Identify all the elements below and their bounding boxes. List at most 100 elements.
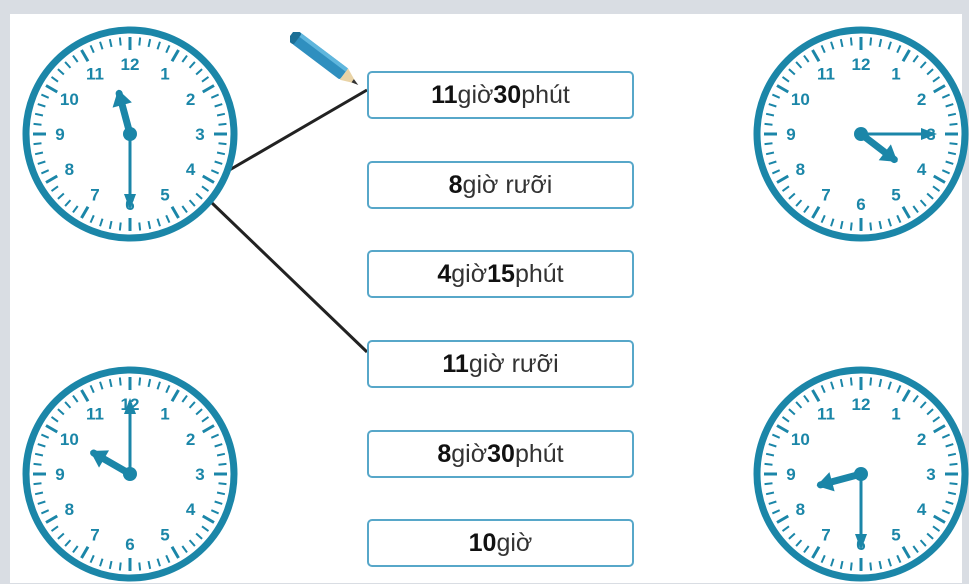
clock-tick [80,49,90,63]
clock-tick [218,142,227,146]
time-label-3[interactable]: 4 giờ 15 phút [367,250,634,298]
time-label-part: 15 [487,259,515,288]
clock-tick [839,378,844,388]
clock-bottom-left[interactable]: 121234567891011 [20,364,240,584]
clock-number: 5 [160,186,169,205]
clock-tick [33,462,42,466]
clock-tick [878,38,883,48]
clock-tick [170,545,180,559]
clock-tick [201,424,215,434]
clock-tick [839,560,844,570]
clock-tick [72,545,79,554]
clock-tick [34,112,44,117]
clock-tick [210,169,220,175]
clock-number: 2 [917,90,926,109]
time-label-6[interactable]: 10 giờ [367,519,634,567]
clock-tick [147,38,152,48]
clock-tick [40,509,50,515]
clock-tick [165,554,171,564]
clock-tick [912,545,919,554]
clock-tick [37,500,46,505]
clock-tick [33,142,42,146]
time-label-part: phút [514,439,564,468]
clock-tick [932,424,946,434]
match-line-11-ruoi [210,201,369,354]
clock-tick [776,514,790,524]
clock-tick [869,377,873,386]
clock-number: 12 [852,55,871,74]
clock-tick [765,452,775,457]
clock-tick [768,160,777,165]
time-label-4[interactable]: 11 giờ rưỡi [367,340,634,388]
clock-tick [99,218,104,227]
clock-tick [795,199,803,207]
clock-tick [37,443,46,448]
clock-tick [195,192,203,200]
minute-hand-tip [921,128,937,140]
clock-tick [849,37,853,46]
clock-tick [216,112,226,117]
clock-tick [210,433,220,439]
clock-number: 3 [926,465,935,484]
minute-hand-tip [855,534,867,550]
clock-center [123,127,137,141]
clock-tick [64,401,72,409]
clock-tick [214,160,223,165]
time-label-part: giờ [457,80,494,109]
clock-top-right[interactable]: 121234567891011 [751,24,969,244]
clock-tick [901,545,911,559]
clock-number: 10 [60,90,79,109]
clock-tick [869,562,873,571]
clock-tick [949,482,958,486]
clock-bottom-right[interactable]: 121234567891011 [751,364,969,584]
clock-tick [188,199,196,207]
clock-tick [803,54,810,63]
clock-tick [108,378,113,388]
clock-tick [34,151,44,156]
clock-tick [764,462,773,466]
clock-tick [771,509,781,515]
clock-top-left[interactable]: 121234567891011 [20,24,240,244]
clock-tick [118,562,122,571]
time-label-5[interactable]: 8 giờ 30 phút [367,430,634,478]
clock-number: 3 [195,125,204,144]
clock-tick [776,424,790,434]
clock-tick [118,377,122,386]
clock-tick [201,514,215,524]
clock-tick [947,452,957,457]
clock-tick [210,93,220,99]
clock-tick [50,185,59,192]
time-label-2[interactable]: 8 giờ rưỡi [367,161,634,209]
clock-tick [771,433,781,439]
clock-tick [80,389,90,403]
clock-tick [188,401,196,409]
clock-tick [803,545,810,554]
clock-tick [118,37,122,46]
clock-tick [896,214,902,224]
hour-hand-tip [112,89,132,108]
clock-tick [919,401,927,409]
clock-center [123,467,137,481]
clock-tick [80,545,90,559]
clock-tick [170,389,180,403]
clock-tick [795,61,803,69]
time-label-part: giờ [451,439,488,468]
time-label-1[interactable]: 11 giờ 30 phút [367,71,634,119]
clock-tick [147,560,152,570]
clock-tick [89,44,95,54]
time-label-part: 10 [468,528,497,557]
clock-tick [912,394,919,403]
clock-tick [218,462,227,466]
clock-tick [776,84,790,94]
hour-hand-tip [90,450,110,468]
clock-tick [811,389,821,403]
clock-tick [811,49,821,63]
clock-number: 2 [186,90,195,109]
clock-number: 4 [917,500,927,519]
clock-tick [72,394,79,403]
clock-tick [811,205,821,219]
time-label-part: giờ [496,528,533,557]
clock-tick [820,384,826,394]
clock-tick [33,122,42,126]
